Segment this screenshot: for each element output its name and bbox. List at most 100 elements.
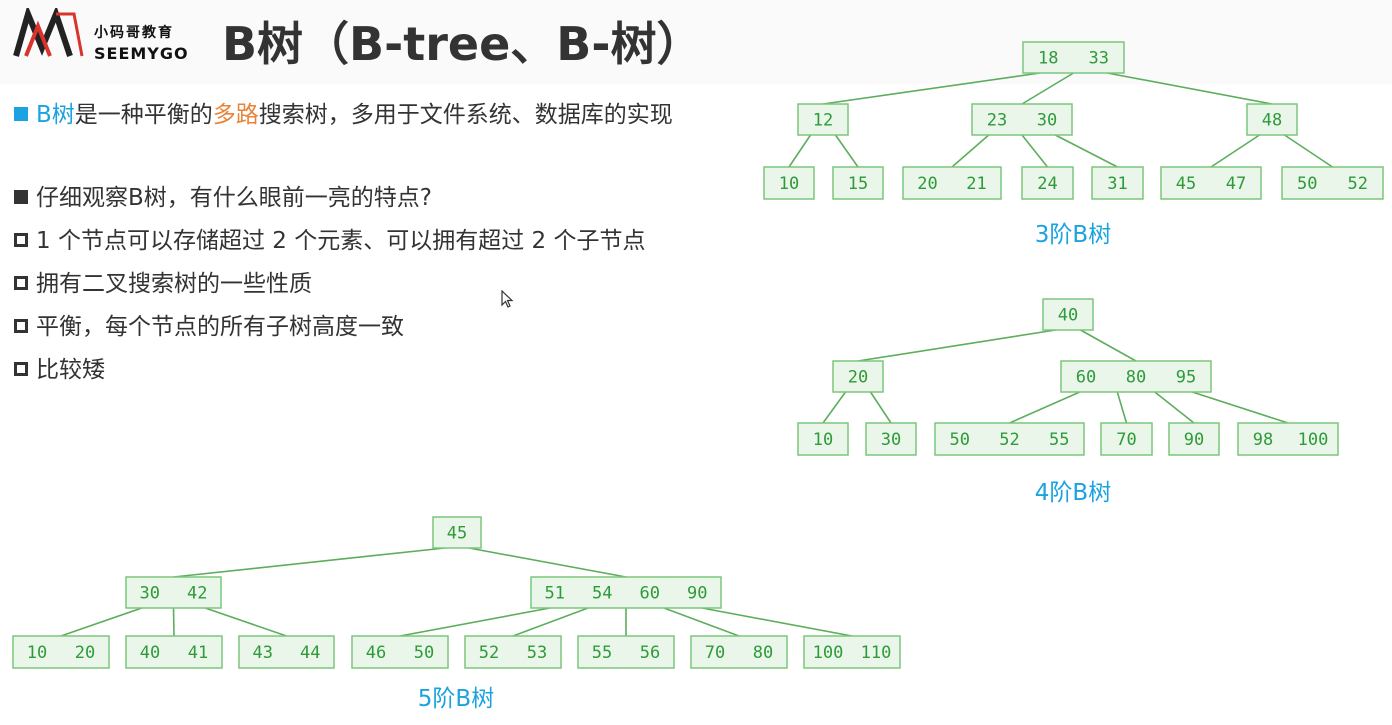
hollow-square-icon: [14, 276, 28, 290]
page-title: B树（B-tree、B-树）: [222, 17, 703, 71]
node-key: 20: [917, 174, 937, 194]
node-key: 31: [1107, 174, 1127, 194]
feature-text: 比较矮: [36, 357, 105, 383]
brand-cn: 小码哥教育: [94, 25, 174, 41]
node-key: 50: [950, 430, 970, 450]
bullet-square-icon: [14, 107, 28, 121]
tree-edge: [822, 391, 847, 424]
intro-text-1: 是一种平衡的: [74, 102, 213, 128]
tree-edge: [60, 607, 143, 637]
node-box: [1091, 166, 1144, 200]
tree-edge: [468, 547, 627, 578]
feature-text: 1 个节点可以存储超过 2 个元素、可以拥有超过 2 个子节点: [36, 228, 646, 254]
tree-node: 45: [432, 516, 482, 549]
brand-logo: 小码哥教育 SEEMYGO: [12, 8, 197, 68]
node-key: 100: [1298, 430, 1329, 450]
tree-edge: [857, 329, 1056, 362]
tree-caption: 3阶B树: [1035, 222, 1111, 248]
tree-node: 12: [797, 103, 849, 136]
tree-caption: 5阶B树: [418, 686, 494, 712]
node-box: [351, 635, 449, 669]
node-box: [832, 166, 884, 200]
tree-edge: [1054, 134, 1118, 168]
intro-highlight: 多路: [212, 102, 259, 128]
brand-en: SEEMYGO: [94, 44, 189, 63]
node-key: 54: [592, 584, 612, 604]
node-box: [803, 635, 901, 669]
node-key: 40: [1058, 306, 1078, 326]
feature-item: 1 个节点可以存储超过 2 个元素、可以拥有超过 2 个子节点: [14, 221, 645, 255]
tree-node: 40: [1042, 298, 1094, 331]
intro-term: B树: [36, 102, 75, 128]
node-box: [125, 576, 222, 609]
node-key: 47: [1226, 174, 1246, 194]
tree-edge: [1154, 391, 1195, 424]
tree-edge: [869, 391, 892, 424]
feature-item: 平衡，每个节点的所有子树高度一致: [14, 307, 404, 341]
node-box: [1042, 298, 1094, 331]
node-key: 60: [640, 584, 660, 604]
node-box: [530, 576, 722, 609]
header-band: [0, 0, 1392, 84]
tree-node: 90: [1168, 422, 1220, 456]
tree-edge: [701, 607, 853, 637]
question-line: 仔细观察B树，有什么眼前一亮的特点?: [14, 178, 432, 212]
node-key: 10: [779, 174, 799, 194]
node-key: 44: [300, 643, 320, 663]
tree-node: 55 56: [577, 635, 675, 669]
node-box: [1160, 166, 1262, 200]
tree-edge: [1116, 391, 1128, 424]
tree-edge: [1107, 72, 1273, 105]
tree-node: 31: [1091, 166, 1144, 200]
tree-node: 15: [832, 166, 884, 200]
tree-edge: [663, 607, 740, 637]
node-key: 95: [1176, 368, 1196, 388]
node-key: 20: [848, 368, 868, 388]
node-key: 12: [813, 111, 833, 131]
node-key: 50: [1297, 174, 1317, 194]
tree-edge: [1210, 134, 1260, 168]
tree-edge: [512, 607, 589, 637]
tree-node: 50 52: [1281, 166, 1384, 200]
node-box: [902, 166, 1002, 200]
feature-item: 拥有二叉搜索树的一些性质: [14, 264, 312, 298]
hollow-square-icon: [14, 319, 28, 333]
node-key: 10: [27, 643, 47, 663]
node-box: [1022, 41, 1125, 74]
node-key: 48: [1262, 111, 1282, 131]
node-key: 41: [188, 643, 208, 663]
node-key: 52: [479, 643, 499, 663]
node-key: 56: [640, 643, 660, 663]
node-box: [464, 635, 562, 669]
node-key: 30: [140, 584, 160, 604]
node-key: 110: [861, 643, 892, 663]
node-key: 55: [592, 643, 612, 663]
tree-node: 20: [832, 360, 884, 393]
tree-edge: [1192, 391, 1289, 424]
node-key: 24: [1037, 174, 1057, 194]
node-box: [577, 635, 675, 669]
tree-edge: [1021, 134, 1049, 168]
node-box: [763, 166, 815, 200]
node-key: 90: [1184, 430, 1204, 450]
node-key: 70: [705, 643, 725, 663]
node-box: [1281, 166, 1384, 200]
intro-line: B树是一种平衡的多路搜索树，多用于文件系统、数据库的实现: [14, 95, 673, 129]
tree-edge: [834, 134, 859, 168]
node-key: 30: [1037, 111, 1057, 131]
node-key: 52: [1348, 174, 1368, 194]
node-key: 40: [140, 643, 160, 663]
tree-edge: [1021, 72, 1074, 105]
node-box: [1246, 103, 1298, 136]
node-box: [797, 103, 849, 136]
tree-edge: [822, 72, 1040, 105]
